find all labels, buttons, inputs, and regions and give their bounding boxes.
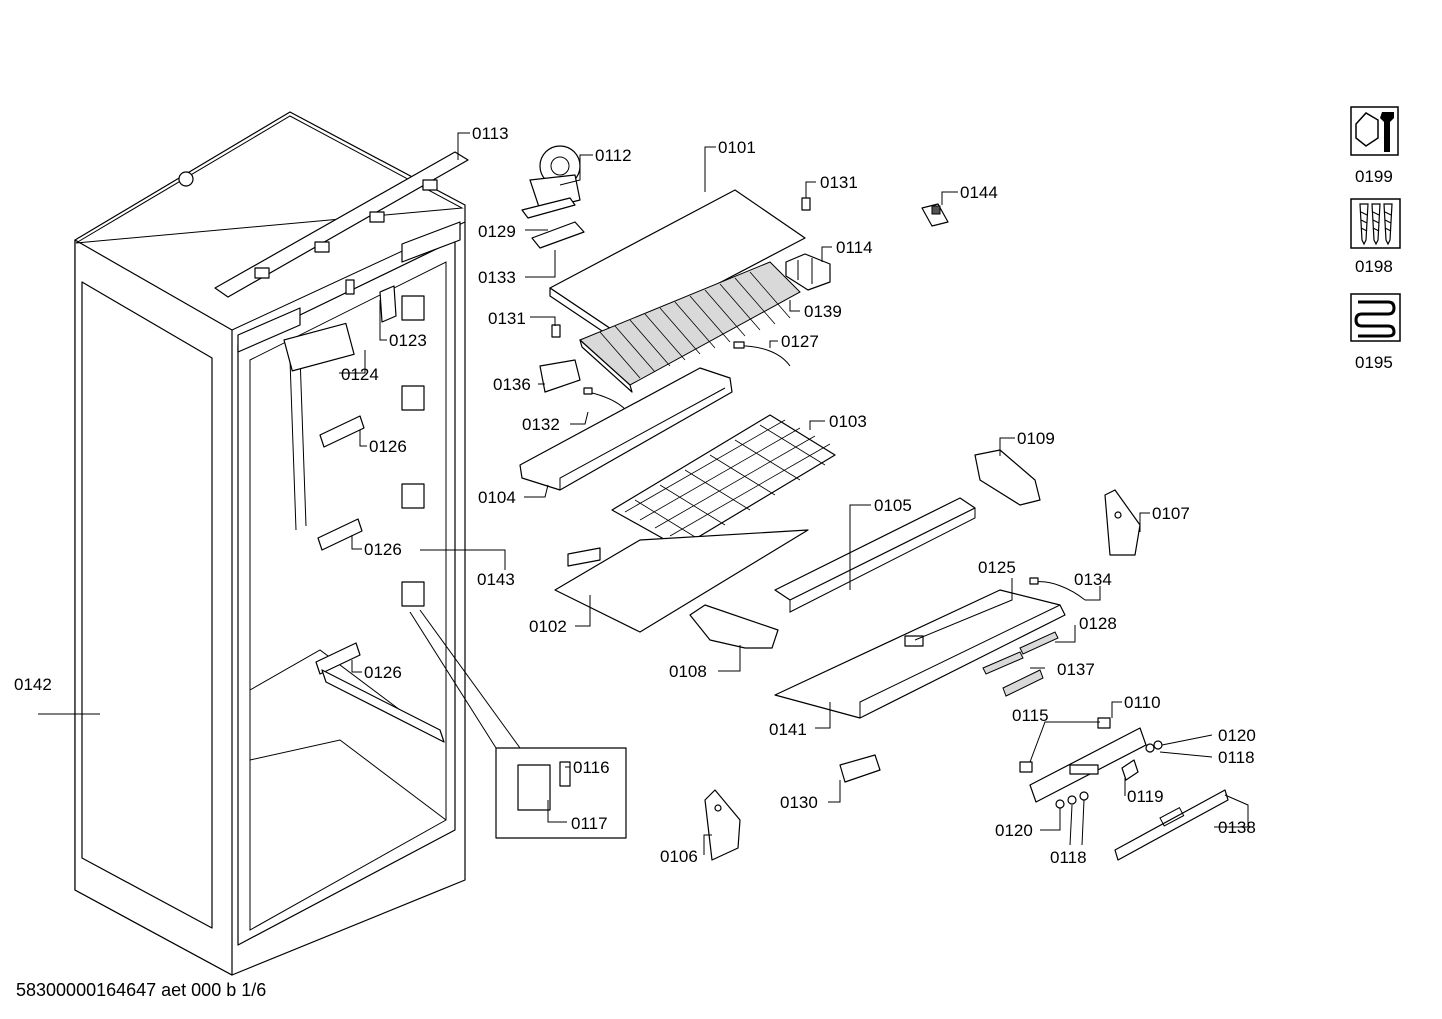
detail-inset <box>409 609 627 839</box>
panel-0110 <box>1029 727 1147 803</box>
heating-coil-icon <box>1350 293 1401 342</box>
callout-0144: 0144 <box>960 183 998 202</box>
callout-0120-b: 0120 <box>995 821 1033 840</box>
callout-0126-c: 0126 <box>364 663 402 682</box>
bracket-0106 <box>704 789 741 861</box>
nut-wrench-icon <box>1350 106 1399 156</box>
callout-labels: 0113 0112 0101 0131 0144 0129 0114 0133 … <box>14 124 1256 867</box>
sensor-0132 <box>583 387 627 411</box>
strip-0137 <box>1002 669 1044 697</box>
callout-0125: 0125 <box>978 558 1016 577</box>
callout-0114: 0114 <box>836 238 873 257</box>
callout-0112: 0112 <box>595 146 632 165</box>
callout-0134: 0134 <box>1074 570 1112 589</box>
callout-0119: 0119 <box>1127 787 1164 806</box>
callout-0124: 0124 <box>341 365 379 384</box>
callout-0117: 0117 <box>571 814 608 833</box>
callout-0141: 0141 <box>769 720 807 739</box>
accessory-0199: 0199 <box>1350 106 1399 186</box>
callout-0118-a: 0118 <box>1218 748 1255 767</box>
callout-0110: 0110 <box>1124 693 1161 712</box>
accessory-0195: 0195 <box>1350 293 1401 372</box>
callout-0120-a: 0120 <box>1218 726 1256 745</box>
holder-0129 <box>531 221 585 249</box>
callout-0103: 0103 <box>829 412 867 431</box>
channel-0141 <box>774 589 1066 719</box>
clip-0119 <box>1121 759 1139 781</box>
grille-0103 <box>611 414 836 549</box>
evaporator-0139 <box>579 261 801 393</box>
drain-channel-0104 <box>519 367 733 491</box>
callout-0102: 0102 <box>529 617 567 636</box>
bracket-0107 <box>1104 489 1141 556</box>
callout-0113: 0113 <box>472 124 509 143</box>
cabinet-body <box>74 111 469 976</box>
bracket-0109 <box>974 449 1041 506</box>
callout-0109: 0109 <box>1017 429 1055 448</box>
callout-0136: 0136 <box>493 375 531 394</box>
callout-0129: 0129 <box>478 222 516 241</box>
bracket-0130 <box>839 754 881 783</box>
clip-0131-left <box>551 324 561 338</box>
holder-0108 <box>689 604 779 649</box>
callout-0123: 0123 <box>389 331 427 350</box>
leader-lines <box>38 132 1249 855</box>
housing-0136 <box>539 359 581 393</box>
callout-0137: 0137 <box>1057 660 1095 679</box>
callout-0126-a: 0126 <box>369 437 407 456</box>
callout-0106: 0106 <box>660 847 698 866</box>
callout-0116: 0116 <box>573 758 610 777</box>
callout-0128: 0128 <box>1079 614 1117 633</box>
callout-0101: 0101 <box>718 138 756 157</box>
bracket-0114 <box>785 253 831 291</box>
callout-0107: 0107 <box>1152 504 1190 523</box>
callout-0108: 0108 <box>669 662 707 681</box>
button-0115 <box>1019 717 1111 773</box>
fan-unit-0112 <box>521 145 581 219</box>
callout-0115: 0115 <box>1012 706 1049 725</box>
callout-0143: 0143 <box>477 570 515 589</box>
wire-0134 <box>1029 577 1086 601</box>
accessory-number-0195: 0195 <box>1355 353 1393 372</box>
screws-icon <box>1350 198 1401 249</box>
callout-0118-b: 0118 <box>1050 848 1087 867</box>
tray-0102 <box>554 529 809 633</box>
document-code: 58300000164647 aet 000 b 1/6 <box>16 980 267 1000</box>
callout-0131-top: 0131 <box>820 173 858 192</box>
accessory-0198: 0198 <box>1350 198 1401 276</box>
callout-0104: 0104 <box>478 488 516 507</box>
sensor-0127 <box>733 341 791 367</box>
callout-0130: 0130 <box>780 793 818 812</box>
cover-plate-0101 <box>549 189 806 344</box>
callout-0132: 0132 <box>522 415 560 434</box>
foil-0138 <box>1114 789 1229 861</box>
callout-0127: 0127 <box>781 332 819 351</box>
clip-0144 <box>921 203 949 227</box>
accessory-number-0198: 0198 <box>1355 257 1393 276</box>
callout-0142: 0142 <box>14 675 52 694</box>
callout-0131-left: 0131 <box>488 309 526 328</box>
callout-0139: 0139 <box>804 302 842 321</box>
accessory-number-0199: 0199 <box>1355 167 1393 186</box>
callout-0133: 0133 <box>478 268 516 287</box>
callout-0126-b: 0126 <box>364 540 402 559</box>
strip-0128 <box>982 631 1059 675</box>
clip-0131-top <box>801 197 811 211</box>
callout-0105: 0105 <box>874 496 912 515</box>
callout-0138: 0138 <box>1218 818 1256 837</box>
rail-0105 <box>774 497 976 613</box>
